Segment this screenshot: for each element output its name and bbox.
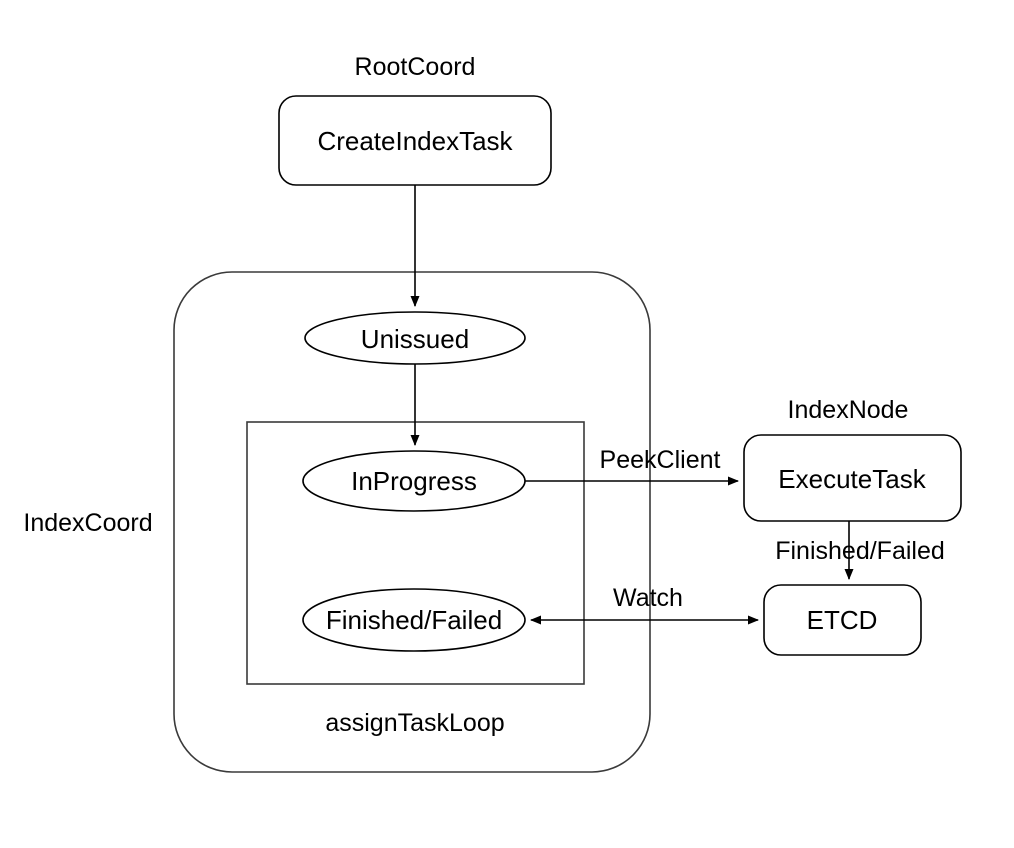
node-label-etcd: ETCD	[807, 605, 878, 635]
group-label-index-coord: IndexCoord	[23, 509, 152, 537]
node-finished-failed[interactable]	[302, 588, 526, 652]
edge-label-peek-client: PeekClient	[600, 446, 721, 474]
node-label-create-index-task: CreateIndexTask	[317, 126, 513, 156]
group-label-assign-task-loop: assignTaskLoop	[325, 709, 504, 737]
node-etcd[interactable]	[763, 584, 922, 656]
group-label-root-coord: RootCoord	[355, 53, 476, 81]
node-label-in-progress: InProgress	[351, 466, 477, 496]
edge-label-finished-failed: Finished/Failed	[775, 537, 945, 565]
edge-label-watch: Watch	[613, 584, 683, 612]
group-label-index-node: IndexNode	[788, 396, 909, 424]
node-create-index-task[interactable]	[278, 95, 552, 186]
node-label-execute-task: ExecuteTask	[778, 464, 926, 494]
node-label-unissued: Unissued	[361, 324, 469, 354]
node-execute-task[interactable]	[743, 434, 962, 522]
node-label-finished-failed: Finished/Failed	[326, 605, 502, 635]
node-in-progress[interactable]	[302, 450, 526, 512]
group-container-index-coord	[173, 271, 651, 773]
node-unissued[interactable]	[304, 311, 526, 365]
